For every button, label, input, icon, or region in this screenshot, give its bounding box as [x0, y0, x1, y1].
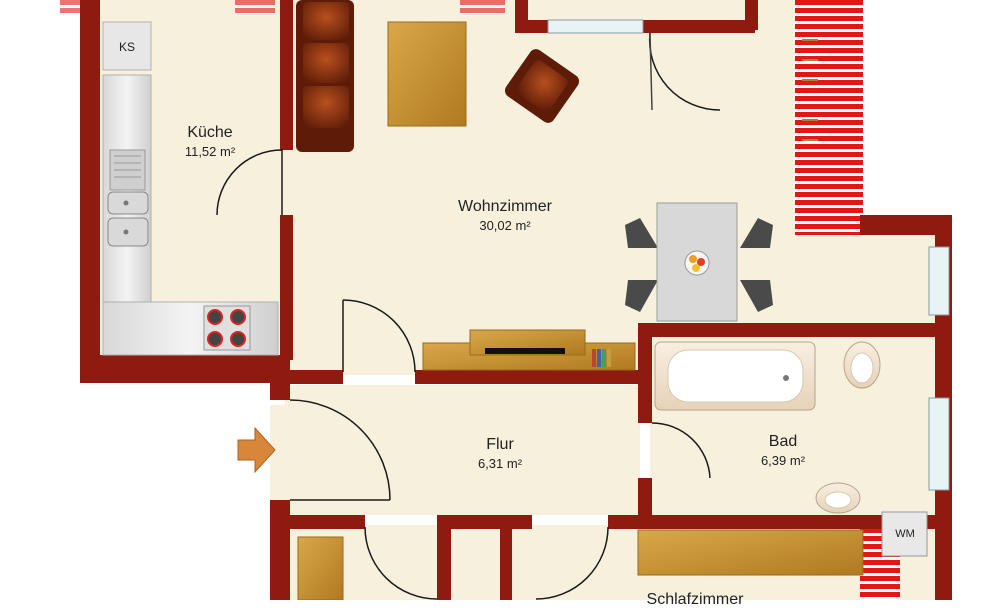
bathroom-fixtures — [654, 341, 928, 557]
room-area: 30,02 m² — [479, 218, 531, 233]
window-bay — [547, 19, 644, 34]
wall-kitchen-left — [80, 0, 100, 382]
wall-kitchen-living-bottom — [280, 215, 293, 360]
burner-4 — [230, 331, 246, 347]
wall-bedroom-right — [608, 515, 938, 529]
sofa-cushion-3 — [303, 86, 349, 128]
burner-3 — [207, 331, 223, 347]
wall-bay-right — [745, 0, 758, 30]
door-kitchen — [216, 149, 283, 216]
door-bath — [651, 422, 711, 479]
wall-bath-hall-top — [638, 323, 652, 423]
wall-kitchen-bottom — [80, 355, 290, 383]
bathtub-drain — [783, 375, 789, 381]
chair-3 — [625, 280, 658, 312]
doors — [216, 32, 721, 600]
room-label-bath: Bad 6,39 m² — [723, 432, 843, 469]
bedroom-dresser — [297, 536, 344, 600]
wall-living-bath — [640, 323, 950, 337]
bedroom-furniture — [297, 529, 864, 600]
room-name: Schlafzimmer — [646, 591, 744, 608]
wall-bedroom-left — [290, 515, 365, 529]
stove — [203, 305, 251, 351]
floor-living-alcove — [820, 225, 940, 335]
entrance-arrow-icon — [237, 426, 276, 474]
fridge — [102, 21, 152, 71]
window-bath — [928, 397, 950, 491]
wall-closet-left — [437, 515, 451, 600]
room-name: Küche — [187, 124, 233, 141]
radiator-rack — [802, 39, 818, 141]
living-furniture — [296, 0, 818, 371]
room-label-bedroom: Schlafzimmer — [615, 590, 775, 610]
room-area: 6,31 m² — [477, 456, 523, 471]
wall-bedroom-mid — [437, 515, 532, 529]
wardrobe — [637, 529, 864, 576]
door-closet — [364, 526, 438, 600]
wall-hall-left-top — [270, 355, 290, 400]
counter-bottom — [102, 301, 279, 356]
burner-1 — [207, 309, 223, 325]
chair-1 — [625, 218, 658, 248]
chair-2 — [740, 218, 773, 248]
washer-label: WM — [895, 528, 915, 540]
room-label-kitchen: Küche 11,52 m² — [145, 123, 275, 160]
wall-kitchen-living-top — [280, 0, 293, 150]
room-label-hall: Flur 6,31 m² — [440, 435, 560, 472]
wall-living-hall-left — [285, 370, 343, 384]
floor-hall — [285, 385, 640, 515]
door-entrance — [289, 399, 391, 501]
kitchen-fittings — [102, 21, 279, 356]
wall-right-step — [860, 215, 950, 235]
room-name: Flur — [486, 436, 514, 453]
sofa-cushion-1 — [303, 2, 349, 40]
chair-4 — [740, 280, 773, 312]
dining-set — [625, 202, 773, 322]
wall-closet-right — [500, 525, 512, 600]
coffee-table — [387, 21, 467, 127]
tv-sideboard — [422, 329, 636, 371]
burner-2 — [230, 309, 246, 325]
bathtub-inner — [667, 349, 804, 403]
washing-machine — [881, 511, 928, 557]
window-living-right — [928, 246, 950, 316]
room-area: 6,39 m² — [760, 453, 806, 468]
door-balcony-leaf — [649, 32, 653, 111]
door-bedroom — [535, 526, 609, 600]
room-label-living: Wohnzimmer 30,02 m² — [420, 197, 590, 234]
armchair — [504, 49, 580, 123]
room-name: Wohnzimmer — [458, 198, 552, 215]
room-name: Bad — [768, 433, 798, 450]
hatch-top-center — [460, 0, 505, 14]
sink — [107, 149, 149, 247]
wall-bay-sill-right — [640, 20, 755, 33]
sofa-cushion-2 — [303, 43, 349, 83]
hatch-right-top — [795, 0, 863, 235]
tv — [485, 348, 565, 354]
wall-bay-sill-left — [515, 20, 555, 33]
floor-living — [285, 0, 820, 375]
wall-hall-left-bottom — [270, 500, 290, 600]
wall-living-hall — [415, 370, 650, 384]
room-area: 11,52 m² — [184, 144, 236, 159]
windows — [547, 19, 950, 491]
sofa — [296, 0, 354, 152]
hatch-top-mid — [235, 0, 275, 14]
entrance-opening — [270, 405, 290, 505]
door-living — [342, 299, 416, 373]
fridge-label: KS — [118, 40, 135, 54]
